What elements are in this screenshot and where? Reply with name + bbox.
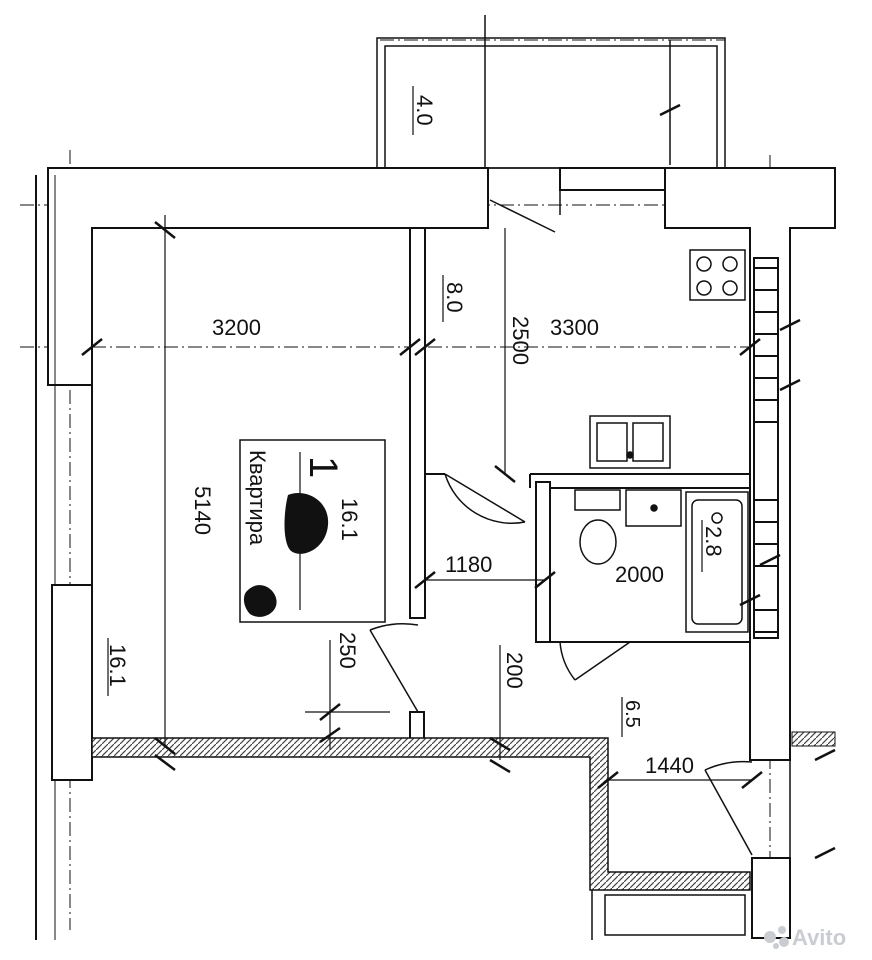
dim-corridor-width: 1180 xyxy=(445,552,492,577)
hatched-wall xyxy=(91,731,836,891)
dimension-ticks xyxy=(81,221,836,860)
right-window-grid xyxy=(753,228,791,760)
dimension-lines xyxy=(164,215,752,781)
dim-living-length: 5140 xyxy=(190,486,215,535)
lower-walls xyxy=(591,760,791,940)
dim-door-offset: 250 xyxy=(335,632,360,669)
stove-icon xyxy=(689,249,746,301)
label-area: 16.1 xyxy=(337,498,362,541)
exterior-walls xyxy=(35,167,836,940)
kitchen-sink-icon xyxy=(589,415,671,469)
area-balcony: 4.0 xyxy=(412,95,437,126)
area-living-side: 16.1 xyxy=(105,644,130,687)
label-number: 1 xyxy=(301,456,345,478)
redaction-mark xyxy=(284,493,329,554)
area-kitchen: 8.0 xyxy=(442,282,467,313)
area-bathroom: 2.8 xyxy=(701,526,726,557)
balcony xyxy=(376,15,726,215)
dim-living-width: 3200 xyxy=(212,315,261,340)
area-hall: 6.5 xyxy=(621,700,643,728)
inner-walls xyxy=(91,227,750,741)
avito-logo-icon xyxy=(764,926,789,949)
dim-kitchen-depth: 2500 xyxy=(508,316,533,365)
doors xyxy=(369,199,753,856)
redaction-mark xyxy=(243,585,277,617)
room-label xyxy=(239,439,386,623)
dim-kitchen-width: 3300 xyxy=(550,315,599,340)
bathroom-fixtures-icon xyxy=(574,489,749,633)
label-type: Квартира xyxy=(245,450,270,546)
dim-wall-offset: 200 xyxy=(502,652,527,689)
dim-hall-width: 1440 xyxy=(645,753,694,778)
watermark-text: Avito xyxy=(792,925,846,950)
dim-bath-width: 2000 xyxy=(615,562,664,587)
